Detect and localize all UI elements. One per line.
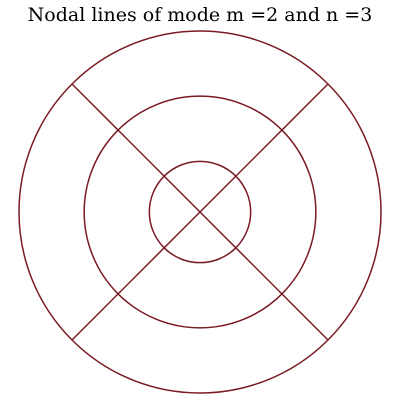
- nodal-circle-1: [148, 160, 252, 264]
- nodal-diameter-2: [71, 83, 329, 341]
- nodal-circle-3: [18, 30, 382, 394]
- figure-title: Nodal lines of mode m =2 and n =3: [27, 4, 373, 26]
- nodal-circle-2: [83, 95, 317, 329]
